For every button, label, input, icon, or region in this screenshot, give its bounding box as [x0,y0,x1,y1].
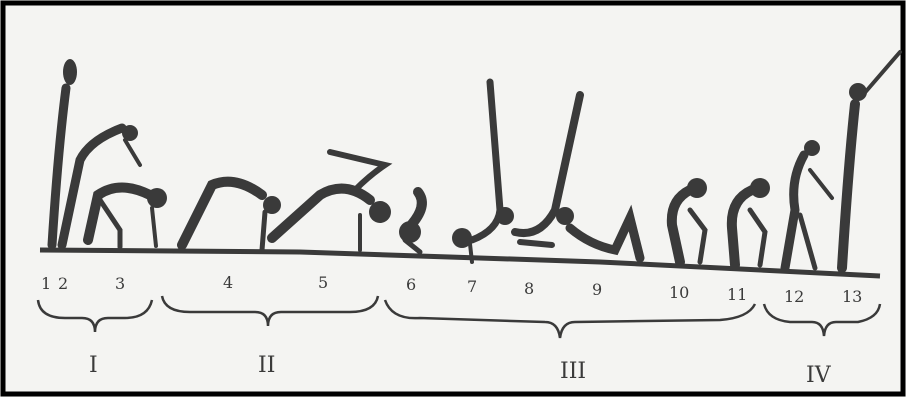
frame-label-11: 11 [727,285,747,304]
figures [52,52,900,268]
phase-braces [38,296,880,338]
figure-12 [785,140,832,268]
figure-10 [672,178,707,262]
frame-label-3: 3 [115,274,125,293]
figure-11 [732,178,770,265]
frame-label-12: 12 [784,287,804,306]
frame-label-1: 1 [41,274,51,293]
frame-label-13: 13 [842,287,862,306]
brace-phase-4 [764,304,880,336]
brace-phase-1 [38,300,152,332]
figure-6 [399,192,422,252]
ground-line [40,250,880,276]
figure-4 [182,182,281,250]
brace-phase-3 [385,300,755,338]
phase-label-3: III [560,359,586,384]
phase-labels: I II III IV [89,353,832,388]
frame-label-2: 2 [58,274,68,293]
frame-label-9: 9 [592,280,602,299]
phase-label-1: I [89,353,98,378]
frame-label-10: 10 [669,283,689,302]
figure-9 [556,207,640,258]
figure-13 [842,52,900,268]
frame-label-5: 5 [318,273,328,292]
frame-label-4: 4 [223,273,233,292]
phase-label-2: II [258,353,275,378]
figure-7 [452,82,500,262]
frame-label-8: 8 [524,279,534,298]
figure-border [3,3,903,394]
frame-label-7: 7 [467,277,477,296]
brace-phase-2 [162,296,378,326]
frame-label-6: 6 [406,275,416,294]
figure-3 [88,188,167,248]
figure-5 [272,152,391,250]
phase-label-4: IV [806,363,832,388]
